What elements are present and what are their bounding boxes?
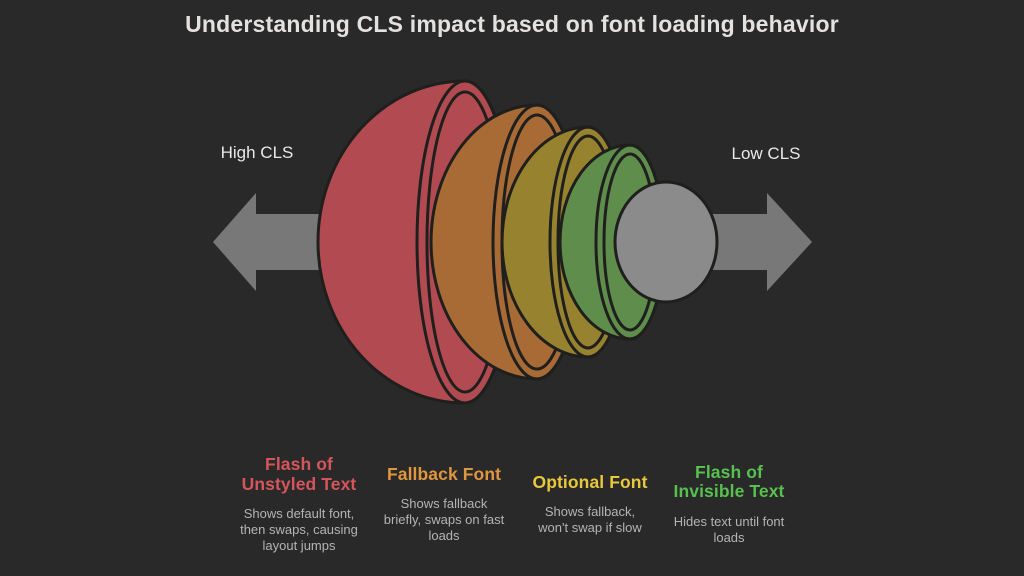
axis-label-low-cls: Low CLS	[731, 144, 801, 163]
legend-title: Flash of Unstyled Text	[241, 453, 357, 494]
legend-title: Flash of Invisible Text	[673, 461, 785, 502]
axis-label-high-cls: High CLS	[220, 143, 294, 162]
legend-item-optional-font: Optional Font Shows fallback, won't swap…	[522, 438, 658, 570]
legend-description: Shows fallback briefly, swaps on fast lo…	[383, 496, 505, 543]
legend-title: Fallback Font	[386, 463, 502, 484]
page-title: Understanding CLS impact based on font l…	[185, 11, 839, 37]
legend-description: Shows default font, then swaps, causing …	[240, 506, 358, 553]
legend-description: Shows fallback, won't swap if slow	[538, 504, 642, 535]
legend-item-flash-of-invisible-text: Flash of Invisible Text Hides text until…	[661, 438, 797, 570]
legend-item-flash-of-unstyled-text: Flash of Unstyled Text Shows default fon…	[231, 438, 367, 570]
legend-item-fallback-font: Fallback Font Shows fallback briefly, sw…	[376, 438, 512, 570]
core-sphere	[613, 180, 719, 304]
legend-title: Optional Font	[532, 471, 648, 492]
legend: Flash of Unstyled Text Shows default fon…	[0, 438, 1024, 570]
legend-description: Hides text until font loads	[673, 514, 785, 545]
